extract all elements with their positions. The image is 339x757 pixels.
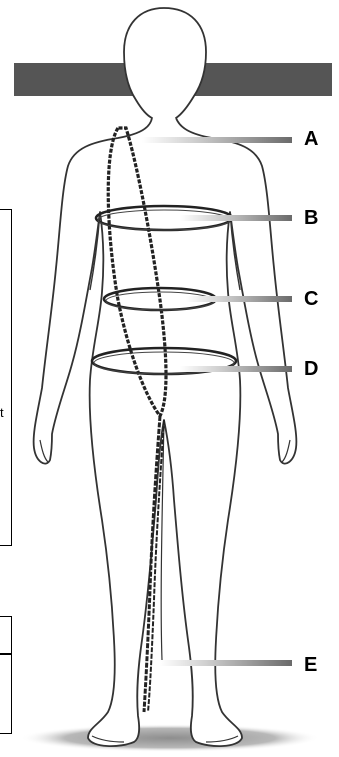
leader-line-c [186, 296, 292, 302]
leader-line-b [180, 215, 292, 221]
marker-c: C [304, 289, 318, 309]
left-edge-box-middle [0, 616, 12, 654]
left-edge-box-lower [0, 654, 12, 734]
leader-line-e [160, 660, 292, 666]
left-edge-text: t [0, 405, 4, 420]
leader-line-a [142, 137, 292, 143]
marker-e: E [304, 655, 317, 675]
leader-line-d [180, 366, 292, 372]
marker-d: D [304, 359, 318, 379]
floor-shadow [20, 724, 320, 752]
head-outline [124, 8, 206, 130]
marker-b: B [304, 208, 318, 228]
body-outline [34, 118, 297, 746]
marker-a: A [304, 129, 318, 149]
left-edge-box-upper [0, 209, 12, 546]
